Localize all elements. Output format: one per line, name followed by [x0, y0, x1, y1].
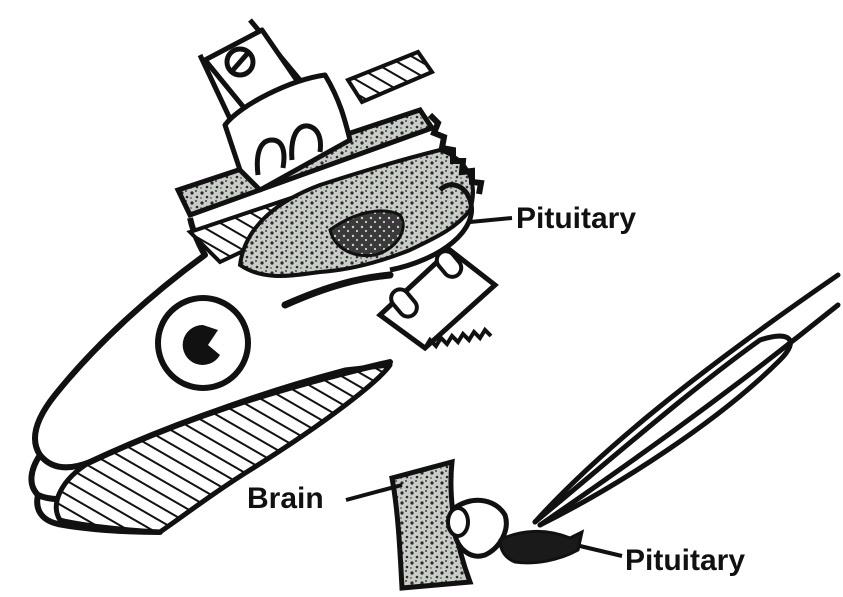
- excised-pituitary: [500, 531, 582, 562]
- pituitary-bottom-label: Pituitary: [625, 544, 745, 577]
- brain-lobe: [448, 508, 468, 536]
- eye: [158, 298, 248, 388]
- lower-jaw-hatching: [56, 365, 390, 532]
- pituitary-top-label: Pituitary: [516, 202, 636, 235]
- probe-curve: [285, 275, 390, 305]
- skull-cut-band-right: [348, 52, 432, 102]
- pituitary-bottom-leader: [580, 546, 622, 556]
- forceps: [535, 275, 838, 525]
- brain-label: Brain: [247, 482, 324, 515]
- pituitary-top-leader: [470, 218, 512, 222]
